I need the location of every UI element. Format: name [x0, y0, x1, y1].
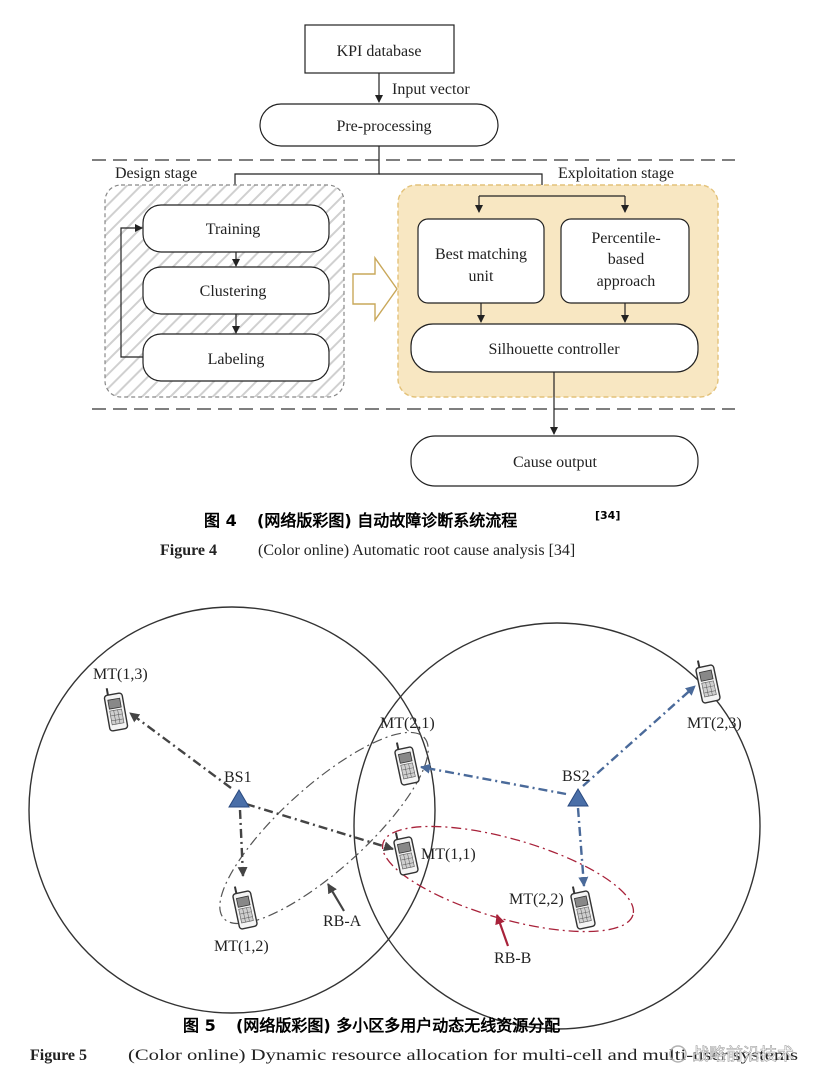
bs1-triangle-icon: [228, 789, 250, 808]
bs1-to-mt11-link: [245, 802, 394, 852]
mt22-phone-icon: [567, 882, 597, 931]
bs1-label: BS1: [224, 769, 252, 786]
cause-output-label: Cause output: [513, 454, 598, 471]
cell-1-coverage: [28, 606, 436, 1014]
figure-4-caption-cn-ref: [34]: [595, 509, 620, 522]
mt11-label: MT(1,1): [421, 846, 476, 863]
figure-5-caption-en-text: (Color online) Dynamic resource allocati…: [128, 1047, 798, 1064]
mt21-label: MT(2,1): [380, 715, 435, 732]
mt13-label: MT(1,3): [93, 666, 148, 683]
mt23-phone-icon: [692, 656, 722, 705]
percentile-approach-label-line3: approach: [597, 273, 656, 290]
exploitation-stage-label: Exploitation stage: [558, 165, 674, 182]
best-matching-unit-label-line2: unit: [469, 268, 494, 285]
rb-a-label: RB-A: [323, 913, 362, 930]
training-label: Training: [206, 221, 261, 238]
figure-4-caption-cn-prefix: 图 4: [204, 511, 237, 530]
watermark: 战略前沿技术: [669, 1045, 794, 1065]
kpi-database-label: KPI database: [337, 43, 422, 60]
bs2-triangle-icon: [567, 788, 589, 807]
bs2-label: BS2: [562, 768, 590, 785]
figure-4-caption-en-text: (Color online) Automatic root cause anal…: [258, 542, 575, 559]
wechat-logo-icon: [669, 1045, 687, 1063]
mt21-phone-icon: [391, 738, 421, 787]
bs1-to-mt12-link: [237, 809, 248, 877]
clustering-label: Clustering: [200, 283, 267, 300]
mt12-phone-icon: [229, 882, 259, 931]
bs2-to-mt22-link: [576, 807, 589, 887]
percentile-approach-label-line1: Percentile-: [591, 230, 660, 247]
percentile-approach-label-line2: based: [608, 251, 644, 268]
figure-4-caption-cn-text: (网络版彩图) 自动故障诊断系统流程: [257, 511, 517, 530]
cell-2-coverage: [353, 622, 761, 1030]
figure-4-caption-en-prefix: Figure 4: [160, 542, 217, 559]
bs2-to-mt23-link: [582, 685, 696, 787]
rb-b-ellipse: [381, 825, 635, 933]
pre-processing-label: Pre-processing: [336, 118, 431, 135]
bs2-to-mt21-link: [420, 763, 567, 796]
rb-b-label: RB-B: [494, 950, 531, 967]
labeling-feedback-loop: [120, 224, 143, 358]
mt13-phone-icon: [101, 684, 129, 733]
figure-5: BS1 BS2 MT(1,3) MT(2,1) MT(2,3) MT(1,1) …: [28, 606, 798, 1065]
labeling-label: Labeling: [208, 351, 265, 368]
figure-5-caption-en-prefix: Figure 5: [30, 1047, 87, 1064]
cause-output-box: [410, 435, 699, 487]
design-stage-label: Design stage: [115, 165, 197, 182]
rb-a-ellipse: [219, 731, 429, 925]
rb-a-pointer: [327, 883, 345, 912]
kpi-database-box: [304, 24, 455, 74]
input-vector-label: Input vector: [392, 81, 470, 98]
mt12-label: MT(1,2): [214, 938, 269, 955]
stage-transition-arrow: [352, 255, 398, 323]
watermark-text: 战略前沿技术: [692, 1045, 794, 1065]
bs1-to-mt13-link: [129, 712, 232, 789]
rb-b-pointer: [495, 914, 510, 947]
mt22-label: MT(2,2): [509, 891, 564, 908]
best-matching-unit-label-line1: Best matching: [435, 246, 527, 263]
figure-5-caption-cn-text: (网络版彩图) 多小区多用户动态无线资源分配: [236, 1016, 560, 1035]
figure-4: KPI database Input vector Pre-processing…: [92, 24, 735, 559]
figure-5-caption-cn-prefix: 图 5: [183, 1016, 216, 1035]
silhouette-controller-label: Silhouette controller: [488, 341, 620, 358]
mt23-label: MT(2,3): [687, 715, 742, 732]
